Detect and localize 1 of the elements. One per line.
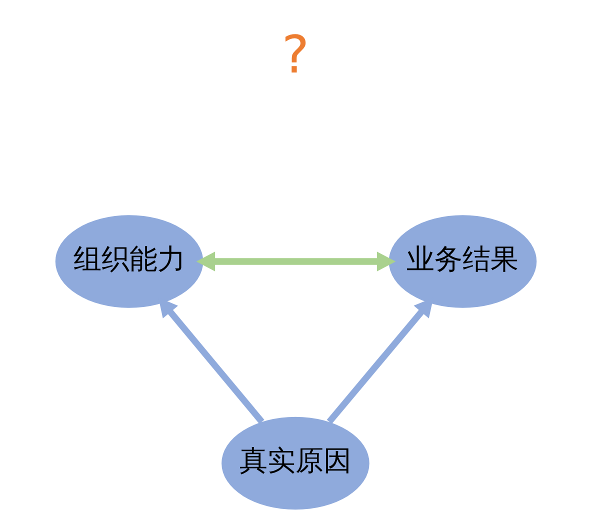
label: ? [282, 25, 310, 86]
